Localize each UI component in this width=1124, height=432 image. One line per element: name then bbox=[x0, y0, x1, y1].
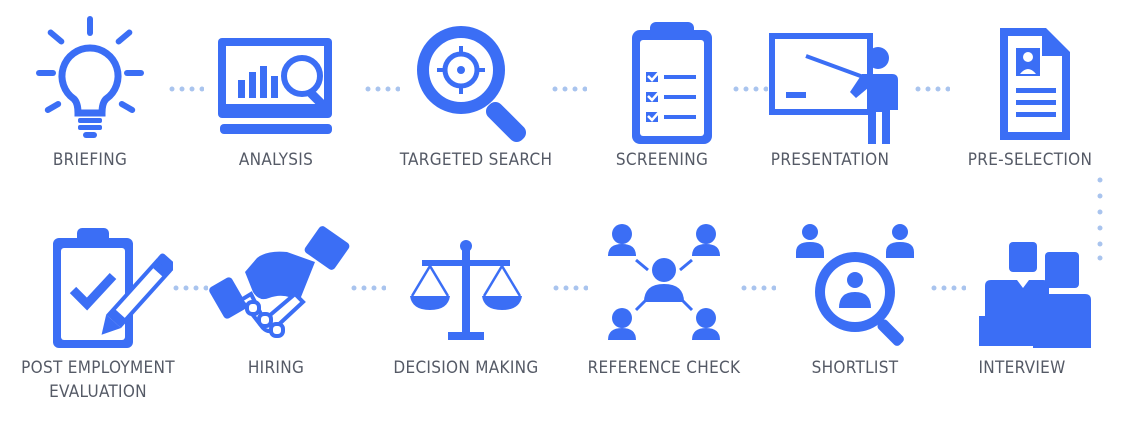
step-presentation: PRESENTATION bbox=[740, 14, 920, 172]
step-label: TARGETED SEARCH bbox=[399, 150, 553, 170]
connector-dots bbox=[351, 285, 386, 291]
connector-dots-vertical bbox=[1097, 177, 1103, 261]
presenter-board-icon bbox=[769, 33, 898, 144]
step-reference-check: REFERENCE CHECK bbox=[574, 222, 754, 380]
step-label: BRIEFING bbox=[52, 150, 128, 170]
candidate-magnifier-icon bbox=[796, 224, 914, 346]
step-label: DECISION MAKING bbox=[393, 358, 539, 378]
connector-dots bbox=[915, 86, 950, 92]
step-label: REFERENCE CHECK bbox=[587, 358, 741, 378]
step-post-employment-evaluation: POST EMPLOYMENT EVALUATION bbox=[8, 222, 188, 404]
step-targeted-search: TARGETED SEARCH bbox=[386, 14, 566, 172]
step-shortlist: SHORTLIST bbox=[765, 222, 945, 380]
connector-dots bbox=[733, 86, 768, 92]
connector-dots bbox=[169, 86, 204, 92]
resume-document-icon bbox=[1000, 28, 1070, 140]
balance-scale-icon bbox=[410, 240, 522, 340]
interview-people-icon bbox=[979, 242, 1091, 348]
step-label: POST EMPLOYMENT EVALUATION bbox=[21, 358, 175, 402]
step-interview: INTERVIEW bbox=[932, 222, 1112, 380]
step-analysis: ANALYSIS bbox=[186, 14, 366, 172]
monitor-chart-magnifier-icon bbox=[218, 38, 332, 134]
handshake-icon bbox=[209, 226, 350, 338]
step-screening: SCREENING bbox=[572, 14, 752, 172]
step-decision-making: DECISION MAKING bbox=[376, 222, 556, 380]
step-label: PRESENTATION bbox=[770, 150, 890, 170]
lightbulb-icon bbox=[36, 16, 144, 138]
connector-dots bbox=[173, 285, 208, 291]
magnifier-target-icon bbox=[417, 26, 527, 143]
clipboard-checklist-icon bbox=[632, 22, 712, 144]
clipboard-pen-check-icon bbox=[53, 228, 173, 348]
step-label: PRE-SELECTION bbox=[967, 150, 1093, 170]
connector-dots bbox=[553, 285, 588, 291]
step-label: ANALYSIS bbox=[238, 150, 314, 170]
step-label: SCREENING bbox=[615, 150, 709, 170]
connector-dots bbox=[741, 285, 776, 291]
step-pre-selection: PRE-SELECTION bbox=[940, 14, 1120, 172]
connector-dots bbox=[365, 86, 400, 92]
connector-dots bbox=[552, 86, 587, 92]
step-label: SHORTLIST bbox=[811, 358, 899, 378]
step-hiring: HIRING bbox=[186, 222, 366, 380]
network-people-icon bbox=[608, 224, 720, 340]
step-briefing: BRIEFING bbox=[0, 14, 180, 172]
step-label: HIRING bbox=[247, 358, 305, 378]
step-label: INTERVIEW bbox=[978, 358, 1066, 378]
connector-dots bbox=[931, 285, 966, 291]
